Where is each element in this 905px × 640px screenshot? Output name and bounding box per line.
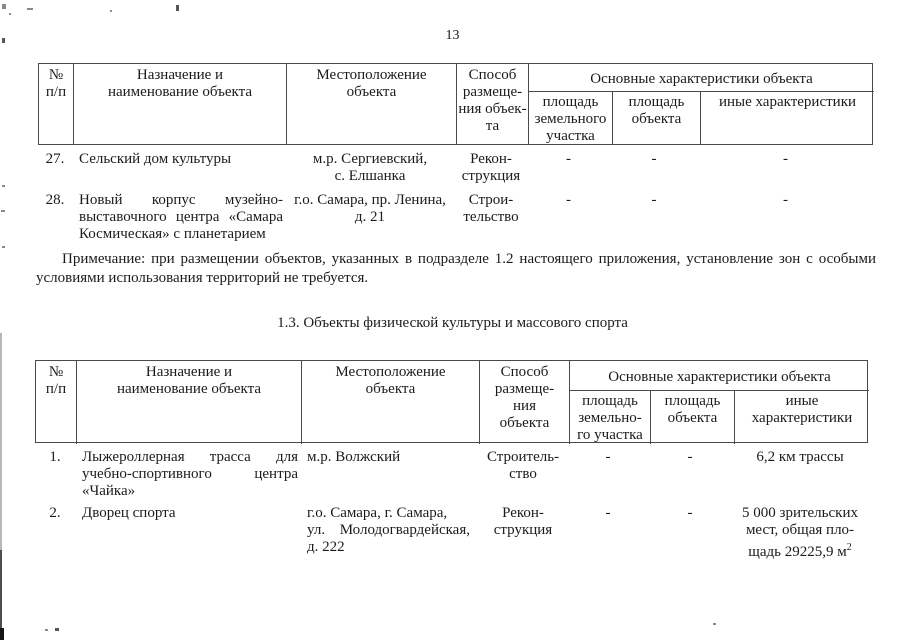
scan-speck bbox=[176, 5, 179, 11]
land-area-value: - bbox=[566, 192, 571, 208]
scan-speck bbox=[45, 629, 48, 631]
t2-header-object-area: площадь объекта bbox=[650, 391, 734, 444]
object-area-value: - bbox=[687, 449, 693, 465]
row-number: 27. bbox=[45, 151, 65, 167]
table-row-28: 28. Новый корпус музейно- выставочного ц… bbox=[38, 192, 873, 243]
table2-body: 1. Лыжероллерная трасса для учебно-спорт… bbox=[35, 449, 868, 566]
scan-speck bbox=[55, 628, 59, 631]
other-characteristics: - bbox=[783, 192, 788, 208]
object-area-value: - bbox=[687, 505, 693, 521]
table1-header: № п/п Назначение и наименование объекта … bbox=[38, 63, 874, 145]
table-row-1: 1. Лыжероллерная трасса для учебно-спорт… bbox=[35, 449, 868, 500]
scan-edge-mark-black bbox=[0, 628, 4, 640]
t2-header-method: Способ размеще- ния объекта bbox=[479, 361, 569, 444]
scan-speck bbox=[9, 13, 11, 15]
table2-header: № п/п Назначение и наименование объекта … bbox=[35, 360, 869, 444]
object-name: Новый корпус музейно- выставочного центр… bbox=[79, 192, 283, 242]
scan-speck bbox=[2, 185, 5, 187]
placement-method: Рекон- струкция bbox=[493, 505, 553, 538]
other-characteristics: 6,2 км трассы bbox=[756, 449, 844, 465]
scan-speck bbox=[2, 38, 5, 43]
t1-header-land-area: площадь земельного участка bbox=[534, 94, 607, 144]
t2-header-location: Местоположение объекта bbox=[301, 361, 479, 444]
t1-header-method: Способ размеще- ния объек- та bbox=[456, 64, 528, 145]
object-location: м.р. Волжский bbox=[307, 449, 401, 465]
object-location: г.о. Самара, пр. Ленина, д. 21 bbox=[294, 192, 446, 225]
page-number: 13 bbox=[445, 28, 460, 43]
scan-speck bbox=[27, 8, 33, 10]
superscript-2: 2 bbox=[846, 542, 852, 553]
area-with-superscript: щадь 29225,9 м2 bbox=[748, 542, 852, 560]
other-characteristics: - bbox=[783, 151, 788, 167]
scan-speck bbox=[110, 10, 112, 12]
row-number: 2. bbox=[49, 505, 61, 521]
scan-speck bbox=[2, 4, 6, 9]
object-name: Лыжероллерная трасса для учебно-спортивн… bbox=[82, 449, 298, 499]
object-location: г.о. Самара, г. Самара, ул. Молодогварде… bbox=[307, 505, 470, 555]
t1-header-name: Назначение и наименование объекта bbox=[73, 64, 286, 145]
row-number: 28. bbox=[45, 192, 65, 208]
t2-header-land-area: площадь земельно- го участка bbox=[577, 393, 643, 443]
t2-header-name: Назначение и наименование объекта bbox=[76, 361, 301, 444]
land-area-value: - bbox=[605, 505, 611, 521]
object-area-value: - bbox=[651, 151, 657, 167]
scan-speck bbox=[713, 623, 716, 625]
t1-header-location: Местоположение объекта bbox=[286, 64, 456, 145]
placement-method: Строи- тельство bbox=[463, 192, 519, 225]
scan-edge-strip-dark bbox=[0, 550, 2, 628]
t2-header-characteristics-group: Основные характеристики объекта площадь … bbox=[569, 361, 869, 444]
section-heading: 1.3. Объекты физической культуры и массо… bbox=[277, 315, 628, 331]
t1-header-object-area: площадь объекта bbox=[612, 92, 700, 145]
t2-header-group-title: Основные характеристики объекта bbox=[570, 364, 869, 391]
table-row-2: 2. Дворец спорта г.о. Самара, г. Самара,… bbox=[35, 505, 868, 561]
t2-header-other: иные характеристики bbox=[734, 391, 869, 444]
table1-body: 27. Сельский дом культуры м.р. Сергиевск… bbox=[38, 151, 873, 250]
placement-method: Строитель- ство bbox=[486, 449, 560, 482]
scan-edge-strip-light bbox=[0, 333, 2, 550]
other-characteristics: 5 000 зрительских мест, общая пло- щадь … bbox=[732, 505, 868, 561]
row-number: 1. bbox=[49, 449, 61, 465]
t1-header-characteristics-group: Основные характеристики объекта площадь … bbox=[528, 64, 874, 145]
table-row-27: 27. Сельский дом культуры м.р. Сергиевск… bbox=[38, 151, 873, 185]
land-area-value: - bbox=[566, 151, 571, 167]
t1-header-group-title: Основные характеристики объекта bbox=[529, 67, 874, 92]
placement-method: Рекон- струкция bbox=[461, 151, 521, 184]
scan-speck bbox=[2, 246, 5, 248]
object-location: м.р. Сергиевский, с. Елшанка bbox=[312, 151, 428, 184]
t1-header-other: иные характеристики bbox=[700, 92, 874, 145]
object-name: Дворец спорта bbox=[82, 505, 176, 521]
note-paragraph: Примечание: при размещении объектов, ука… bbox=[36, 251, 876, 286]
scan-speck bbox=[1, 210, 5, 212]
t2-header-num: № п/п bbox=[45, 364, 67, 397]
object-area-value: - bbox=[651, 192, 657, 208]
t1-header-num: № п/п bbox=[45, 67, 67, 100]
object-name: Сельский дом культуры bbox=[79, 151, 232, 167]
land-area-value: - bbox=[605, 449, 611, 465]
